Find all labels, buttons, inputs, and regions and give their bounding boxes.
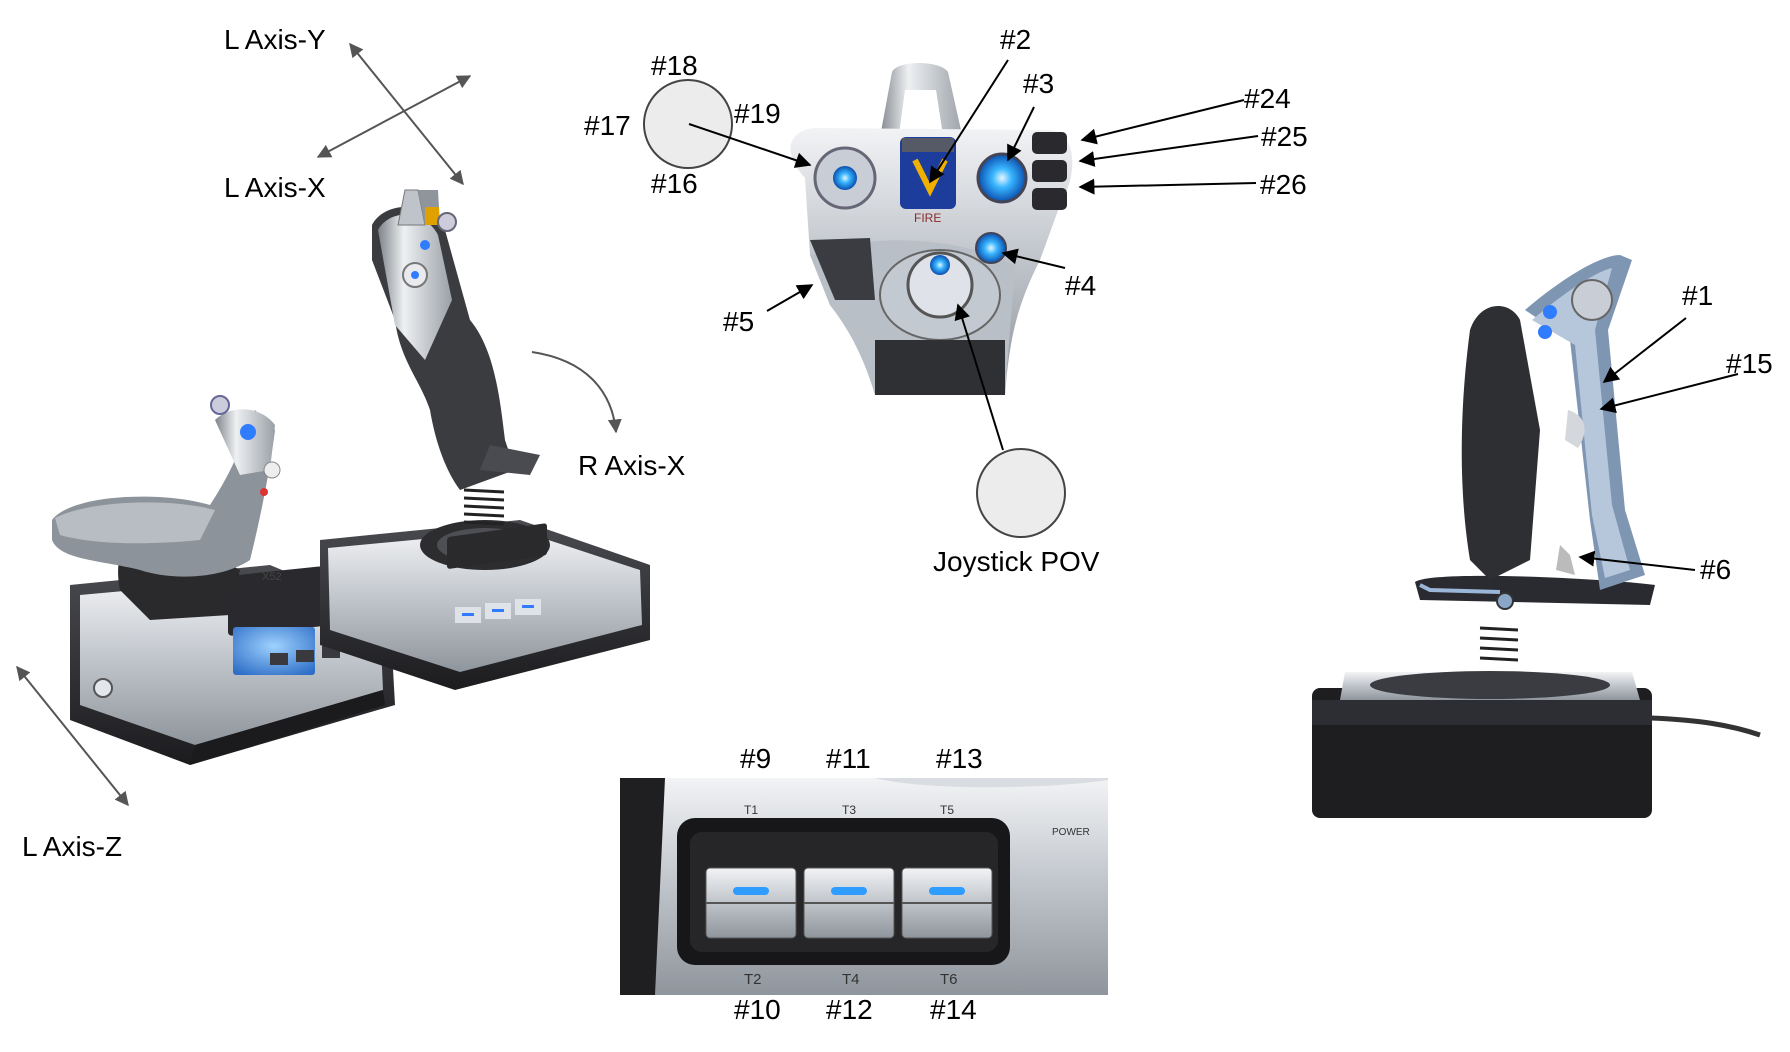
callout-15: #15: [1726, 348, 1773, 379]
panel-label-t2: T2: [744, 971, 762, 988]
callout-3: #3: [1023, 68, 1055, 99]
callout-arrow-4: [1001, 248, 1066, 269]
callout-arrow-2: [929, 59, 1009, 184]
panel-label-t3: T3: [842, 803, 857, 817]
callout-12: #12: [826, 994, 873, 1025]
callout-10: #10: [734, 994, 781, 1025]
x52-full-set-illustration: [52, 189, 650, 765]
l-axis-y-label: L Axis-Y: [224, 24, 326, 55]
panel-label-t1: T1: [744, 803, 759, 817]
callout-16: #16: [651, 168, 698, 199]
callout-arrow-3: [1007, 106, 1035, 162]
joystick-pov-callout-circle: [976, 448, 1066, 538]
callout-4: #4: [1065, 270, 1097, 301]
l-axis-x-arrow: [316, 75, 472, 158]
callout-arrow-pov: [954, 303, 1004, 451]
callout-17: #17: [584, 110, 631, 141]
callout-arrow-1: [1602, 317, 1687, 383]
panel-label-t6: T6: [940, 971, 958, 988]
panel-label-t4: T4: [842, 971, 860, 988]
l-axis-y-arrow: [349, 42, 464, 186]
fire-button-label: FIRE: [914, 211, 942, 225]
callout-arrow-5: [766, 284, 814, 312]
panel-label-t5: T5: [940, 803, 955, 817]
callout-25: #25: [1261, 121, 1308, 152]
r-axis-x-arrow: [531, 351, 622, 434]
hat-switch-callout-circle: [643, 79, 733, 169]
callout-13: #13: [936, 743, 983, 774]
l-axis-z-arrow: [16, 665, 129, 807]
callout-arrow-24: [1080, 99, 1245, 145]
panel-label-power: POWER: [1052, 827, 1090, 838]
toggle-switch-panel-closeup: [620, 778, 1108, 995]
callout-1: #1: [1682, 280, 1714, 311]
callout-18: #18: [651, 50, 698, 81]
callout-14: #14: [930, 994, 977, 1025]
stick-head-closeup: [790, 63, 1073, 395]
r-axis-x-label: R Axis-X: [578, 450, 686, 481]
callout-26: #26: [1260, 169, 1307, 200]
callout-2: #2: [1000, 24, 1032, 55]
l-axis-z-label: L Axis-Z: [22, 831, 123, 862]
callout-19: #19: [734, 98, 781, 129]
callout-9: #9: [740, 743, 772, 774]
callout-arrow-25: [1078, 135, 1259, 167]
x52-logo-text: X52: [262, 571, 282, 583]
callout-6: #6: [1700, 554, 1732, 585]
callout-arrow-15: [1599, 373, 1739, 414]
callout-24: #24: [1244, 83, 1291, 114]
callout-5: #5: [723, 306, 755, 337]
callout-arrow-6: [1578, 550, 1696, 571]
stick-side-view: [1312, 255, 1761, 818]
l-axis-x-label: L Axis-X: [224, 172, 326, 203]
callout-arrow-hat: [688, 123, 812, 168]
callout-arrow-26: [1078, 178, 1257, 195]
joystick-pov-label: Joystick POV: [933, 546, 1100, 577]
callout-11: #11: [826, 743, 871, 774]
